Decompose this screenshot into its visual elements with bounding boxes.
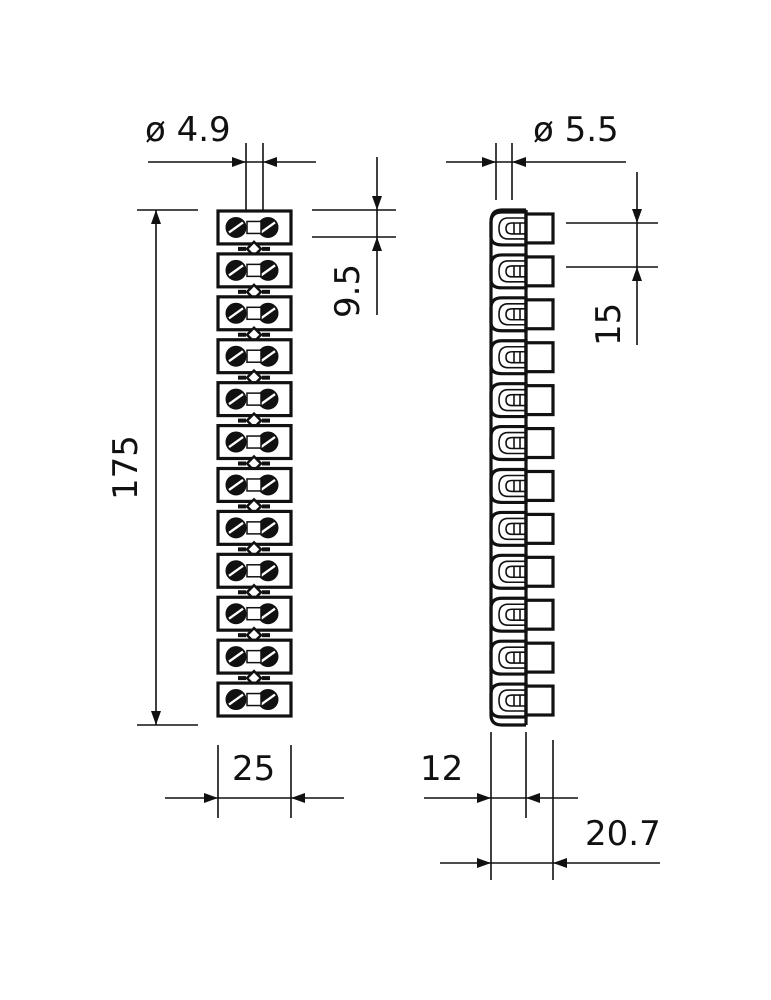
- terminal-block-side: [489, 467, 555, 505]
- terminal-block-side: [489, 210, 555, 247]
- terminal-block-side: [489, 596, 555, 633]
- screw-head-side: [524, 555, 555, 588]
- dim-hole-diameter-front: ø 4.9: [145, 110, 231, 150]
- screw-head-side: [524, 298, 555, 331]
- terminal-block-side: [489, 382, 555, 419]
- screw-head-side: [524, 684, 555, 717]
- screw-head-side: [524, 512, 555, 545]
- front-view: [216, 209, 293, 718]
- dimension-lines: [137, 143, 660, 880]
- terminal-block-front: [216, 423, 293, 473]
- screw-head-side: [524, 341, 555, 374]
- terminal-block-front: [216, 681, 293, 718]
- dim-pitch: 9.5: [328, 264, 368, 318]
- terminal-block-front: [216, 295, 293, 344]
- terminal-block-side: [489, 296, 555, 333]
- terminal-block-front: [216, 595, 293, 644]
- side-view: [489, 208, 555, 727]
- dim-hole-diameter-side: ø 5.5: [533, 110, 619, 150]
- terminal-block-side: [489, 253, 555, 290]
- terminal-block-front: [216, 638, 293, 687]
- screw-head-side: [524, 255, 555, 288]
- terminal-block-side: [489, 424, 555, 462]
- terminal-block-front: [216, 252, 293, 301]
- terminal-block-side: [489, 339, 555, 376]
- dim-side-depth-outer: 20.7: [585, 814, 661, 854]
- terminal-block-side: [489, 510, 555, 547]
- terminal-block-front: [216, 509, 293, 559]
- dim-side-depth-inner: 12: [420, 749, 463, 789]
- terminal-block-side: [489, 682, 555, 719]
- screw-head-side: [524, 384, 555, 417]
- terminal-block-front: [216, 338, 293, 387]
- dim-side-pitch: 15: [589, 303, 629, 346]
- screw-head-side: [524, 426, 555, 460]
- terminal-block-front: [216, 209, 293, 258]
- dim-front-width: 25: [232, 749, 275, 789]
- screw-head-side: [524, 212, 555, 245]
- terminal-block-front: [216, 466, 293, 516]
- terminal-block-front: [216, 552, 293, 602]
- screw-head-side: [524, 598, 555, 631]
- terminal-block-side: [489, 553, 555, 590]
- screw-head-side: [524, 469, 555, 503]
- dim-total-length: 175: [106, 435, 146, 500]
- terminal-block-front: [216, 381, 293, 430]
- screw-head-side: [524, 641, 555, 674]
- terminal-block-side: [489, 639, 555, 676]
